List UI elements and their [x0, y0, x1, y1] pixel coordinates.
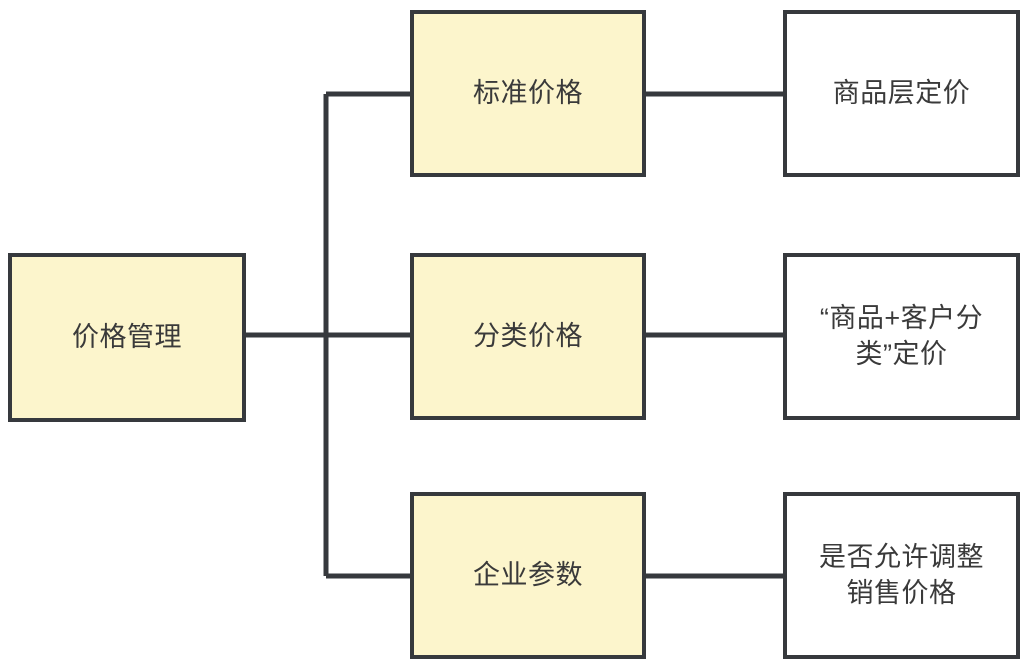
node-detail-item-customer-category-pricing[interactable]: “商品+客户分 类”定价 [783, 253, 1020, 420]
node-root-price-management[interactable]: 价格管理 [8, 253, 246, 422]
node-branch-category-price[interactable]: 分类价格 [410, 253, 646, 420]
node-detail-allow-adjust-sale-price[interactable]: 是否允许调整 销售价格 [783, 492, 1020, 659]
node-branch-standard-price[interactable]: 标准价格 [410, 10, 646, 177]
node-branch-enterprise-parameter[interactable]: 企业参数 [410, 492, 646, 659]
node-detail-item-level-pricing[interactable]: 商品层定价 [783, 10, 1020, 177]
